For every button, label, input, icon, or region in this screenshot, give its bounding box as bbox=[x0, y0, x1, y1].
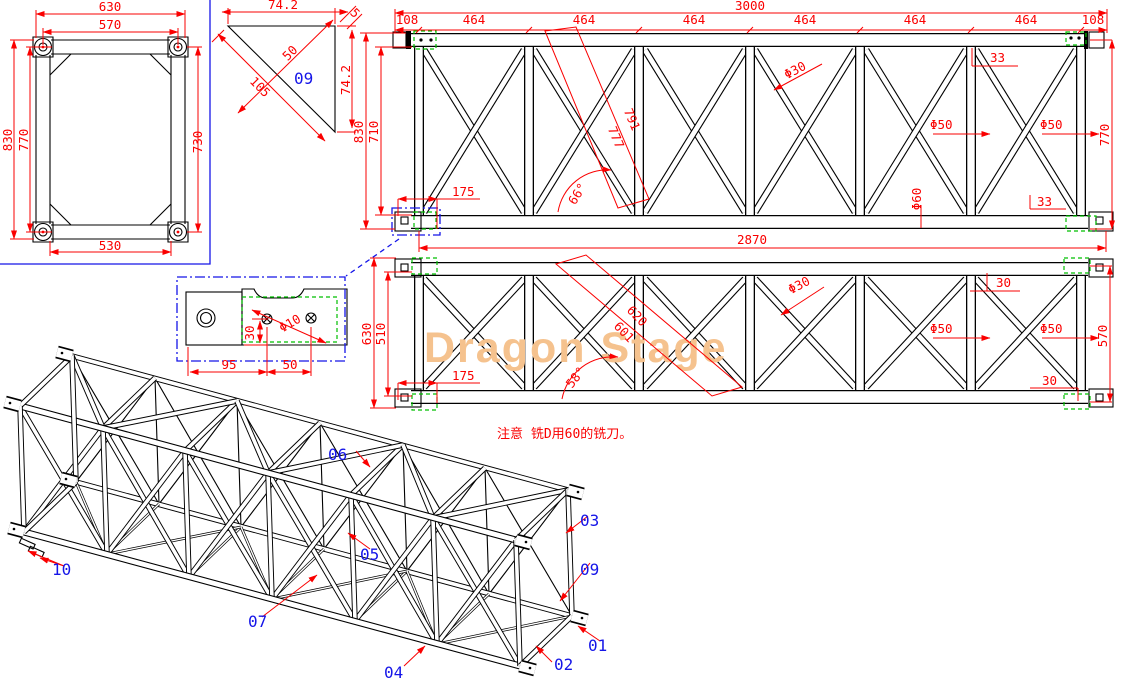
viewport-border bbox=[0, 0, 211, 265]
dim-510: 510 bbox=[373, 323, 388, 346]
dim-3000: 3000 bbox=[735, 0, 765, 13]
cnc-note: 注意 铣D用60的铣刀。 bbox=[497, 426, 632, 442]
dim-770: 770 bbox=[16, 129, 31, 152]
iso-front-posts bbox=[100, 427, 440, 645]
iso-part-labels: 10 07 04 02 01 09 03 05 06 bbox=[27, 445, 607, 682]
dim-95: 95 bbox=[221, 357, 236, 372]
iso-end-frames bbox=[17, 354, 575, 668]
dim-5: 5 bbox=[347, 5, 363, 21]
dim-74-2-right: 74.2 bbox=[338, 65, 353, 95]
watermark: Dragon Stage bbox=[424, 324, 728, 372]
dim-105: 105 bbox=[247, 74, 274, 101]
dim-30-detail: 30 bbox=[242, 325, 257, 340]
dim-570: 570 bbox=[99, 17, 122, 32]
part-label-09-gusset: 09 bbox=[294, 69, 313, 88]
dim-464-3: 464 bbox=[683, 12, 706, 27]
dim-730: 730 bbox=[190, 131, 205, 154]
angle-66: 66° bbox=[565, 180, 590, 207]
iso-view-geometry bbox=[3, 345, 589, 677]
dim-630-mid: 630 bbox=[359, 323, 374, 346]
dim-464-4: 464 bbox=[794, 12, 817, 27]
mid-truss-posts bbox=[414, 276, 1086, 390]
iso-end-caps bbox=[3, 345, 589, 677]
detail-callout-leader bbox=[345, 238, 400, 277]
top-truss-posts bbox=[414, 47, 1086, 215]
dim-464-6: 464 bbox=[1015, 12, 1038, 27]
dim-33-top: 33 bbox=[990, 50, 1005, 65]
top-truss-geometry bbox=[392, 31, 1114, 232]
callout-phi30-mid: Φ30 bbox=[785, 273, 812, 297]
part-label-02: 02 bbox=[554, 655, 573, 674]
mid-truss-braces bbox=[421, 276, 1079, 390]
corner-spigots bbox=[33, 37, 188, 242]
dim-830-truss: 830 bbox=[351, 121, 366, 144]
gusset-detail-view: 74.2 5 50 74.2 105 09 bbox=[211, 0, 363, 142]
dim-175-mid: 175 bbox=[452, 368, 475, 383]
dim-710: 710 bbox=[366, 121, 381, 144]
dim-50-detail: 50 bbox=[282, 357, 297, 372]
dim-175-top: 175 bbox=[452, 184, 475, 199]
dim-108-right: 108 bbox=[1082, 12, 1105, 27]
top-truss-braces bbox=[421, 48, 1079, 214]
brace-length-callout-box bbox=[544, 26, 650, 209]
dim-74-2-top: 74.2 bbox=[268, 0, 298, 12]
dim-530: 530 bbox=[99, 238, 122, 253]
dim-2870: 2870 bbox=[737, 232, 767, 247]
dim-777: 777 bbox=[605, 124, 628, 151]
dim-33-bottom: 33 bbox=[1037, 194, 1052, 209]
part-label-09: 09 bbox=[580, 560, 599, 579]
part-label-03: 03 bbox=[580, 511, 599, 530]
part-label-04: 04 bbox=[384, 663, 403, 682]
dim-30-top: 30 bbox=[996, 275, 1011, 290]
callout-phi60: Φ60 bbox=[909, 188, 924, 211]
middle-truss-geometry bbox=[394, 258, 1114, 408]
callout-phi50-mid-1: Φ50 bbox=[930, 321, 953, 336]
dim-830: 830 bbox=[0, 129, 15, 152]
callout-phi50-top-1: Φ50 bbox=[930, 117, 953, 132]
dim-464-1: 464 bbox=[463, 12, 486, 27]
brace-length-callout-box-mid bbox=[554, 254, 744, 397]
dim-770-truss: 770 bbox=[1097, 124, 1112, 147]
dim-570-mid: 570 bbox=[1095, 325, 1110, 348]
part-label-05: 05 bbox=[360, 545, 379, 564]
callout-phi50-mid-2: Φ50 bbox=[1040, 321, 1063, 336]
callout-phi30-top: Φ30 bbox=[781, 58, 808, 82]
part-label-01: 01 bbox=[588, 636, 607, 655]
mid-truss-end-fittings bbox=[394, 258, 1114, 408]
top-truss-chords bbox=[411, 33, 1088, 229]
part-label-06: 06 bbox=[328, 445, 347, 464]
iso-top-members bbox=[69, 354, 569, 521]
dim-630: 630 bbox=[99, 0, 122, 14]
dim-464-2: 464 bbox=[573, 12, 596, 27]
callout-phi50-top-2: Φ50 bbox=[1040, 117, 1063, 132]
part-label-10: 10 bbox=[52, 560, 71, 579]
iso-loose-pins bbox=[18, 537, 45, 558]
dim-464-5: 464 bbox=[904, 12, 927, 27]
dim-50: 50 bbox=[279, 42, 300, 63]
mid-truss-chords bbox=[411, 262, 1088, 404]
detail-callout-box bbox=[391, 207, 441, 236]
part-label-07: 07 bbox=[248, 612, 267, 631]
dim-108-left: 108 bbox=[396, 12, 419, 27]
dim-30-bottom: 30 bbox=[1042, 373, 1057, 388]
section-view: 630 570 830 770 730 530 bbox=[0, 0, 211, 265]
